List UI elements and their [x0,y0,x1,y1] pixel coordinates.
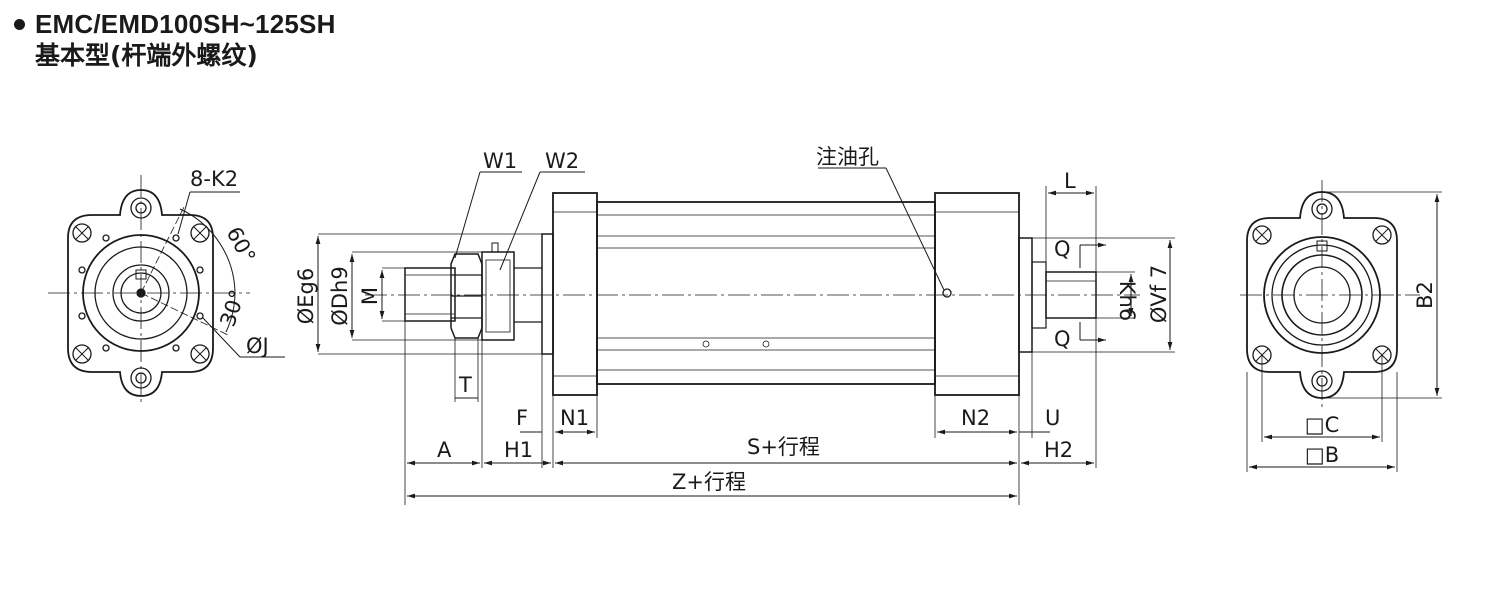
m-thread-label: M [358,287,382,305]
model-title-row: EMC/EMD100SH~125SH [10,8,336,40]
n2-label: N2 [961,406,990,430]
angle-60-label: 60° [222,223,261,267]
w1-label: W1 [483,149,517,173]
bolt-circle-diameter-label: ØJ [246,334,269,358]
b-square-label: □B [1305,443,1339,467]
d-diameter-label: ØDh9 [328,266,352,325]
model-subtitle: 基本型(杆端外螺纹) [35,41,258,70]
z-stroke-label: Z+行程 [672,470,746,494]
q-bottom-label: Q [1054,327,1071,351]
t-label: T [458,373,472,397]
b2-label: B2 [1413,281,1437,309]
right-end-view [1240,180,1442,472]
h2-label: H2 [1044,438,1073,462]
hole-count-label: 8-K2 [190,167,238,191]
e-diameter-label: ØEg6 [294,268,318,325]
v-diameter-label: ØVf 7 [1147,265,1171,323]
a-label: A [437,438,452,462]
side-view [315,167,1175,505]
n1-label: N1 [560,406,589,430]
f-label: F [516,406,528,430]
model-title: EMC/EMD100SH~125SH [35,9,336,39]
title-block: EMC/EMD100SH~125SH 基本型(杆端外螺纹) [10,8,336,72]
h1-label: H1 [504,438,533,462]
s-stroke-label: S+行程 [747,435,820,459]
bullet-icon [14,18,25,30]
l-label: L [1064,169,1076,193]
q-top-label: Q [1054,237,1071,261]
left-end-view [48,175,285,405]
u-label: U [1045,406,1060,430]
oil-port-label: 注油孔 [816,145,879,169]
k-shaft-label: Kh6 [1115,281,1139,321]
c-square-label: □C [1305,413,1340,437]
w2-label: W2 [545,149,579,173]
